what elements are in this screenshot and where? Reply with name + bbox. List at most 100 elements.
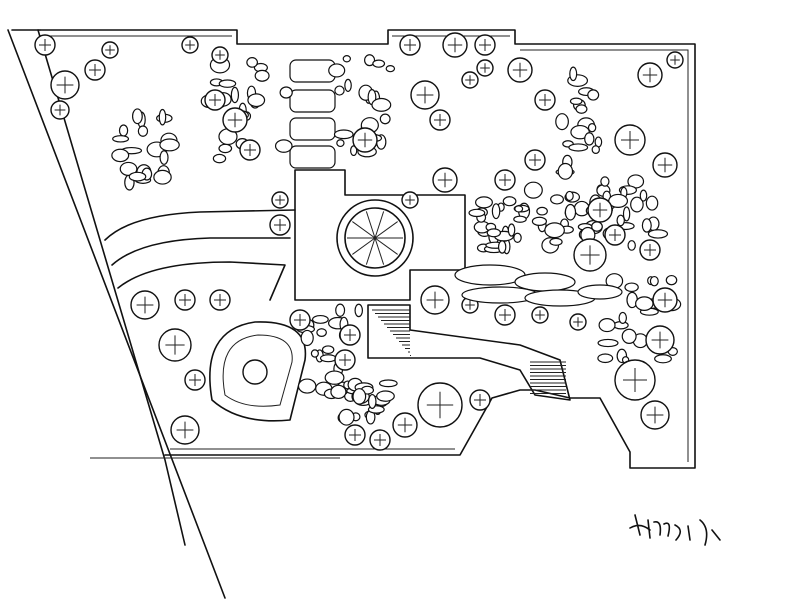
paving-stone bbox=[491, 203, 501, 220]
paving-stone bbox=[330, 384, 347, 400]
tree-branches bbox=[535, 310, 545, 320]
paving-stone bbox=[568, 143, 589, 152]
tree-branches bbox=[349, 429, 361, 441]
paving-stone bbox=[137, 125, 149, 137]
paving-stone bbox=[335, 303, 346, 317]
paving-stone bbox=[544, 222, 565, 239]
paving-stone bbox=[598, 318, 616, 333]
paving-stone bbox=[212, 153, 227, 164]
paving-stone bbox=[641, 218, 652, 233]
paving-stone bbox=[618, 311, 627, 325]
signature bbox=[629, 514, 721, 546]
paving-stone bbox=[354, 303, 364, 318]
fountain-spoke bbox=[374, 211, 385, 239]
paving-stone bbox=[497, 240, 507, 254]
tree-branches bbox=[244, 144, 256, 156]
tree-branches bbox=[646, 406, 664, 424]
tree-branches bbox=[657, 157, 673, 173]
paving-stone bbox=[569, 97, 583, 106]
tree-branches bbox=[573, 317, 583, 327]
curved-path bbox=[104, 209, 296, 301]
trees-and-shrubs bbox=[34, 32, 684, 451]
tree-branches bbox=[105, 45, 115, 55]
fountain-spoke bbox=[374, 221, 398, 239]
fountain-spoke bbox=[374, 237, 385, 265]
paving-stone bbox=[468, 208, 486, 218]
paving-stone bbox=[557, 162, 574, 180]
tree-branches bbox=[480, 63, 490, 73]
paving-stone bbox=[218, 79, 237, 88]
tree-branches bbox=[657, 292, 673, 308]
paving-stone bbox=[616, 214, 625, 227]
paving-stone bbox=[587, 89, 600, 101]
paving-stone bbox=[513, 215, 527, 223]
tree-branches bbox=[209, 94, 221, 106]
tree-branches bbox=[227, 112, 243, 128]
paving-stone bbox=[131, 108, 143, 125]
paving-stone bbox=[300, 329, 314, 347]
paving-stone bbox=[475, 196, 493, 209]
paving-stone bbox=[279, 86, 293, 99]
paving-stone bbox=[350, 145, 358, 157]
tree-branches bbox=[397, 417, 413, 433]
paving-stone bbox=[254, 69, 270, 82]
paving-stone bbox=[555, 113, 569, 131]
tree-branches bbox=[56, 76, 74, 94]
tree-branches bbox=[465, 75, 475, 85]
paving-stone bbox=[513, 232, 522, 243]
paving-stone bbox=[621, 328, 637, 344]
tree-branches bbox=[215, 50, 225, 60]
paving-stone bbox=[364, 54, 376, 67]
paving-stone bbox=[624, 282, 639, 293]
tree-branches bbox=[474, 394, 486, 406]
tree-branches bbox=[179, 294, 191, 306]
tree-branches bbox=[189, 374, 201, 386]
paving-stone bbox=[569, 66, 578, 82]
paving-stone bbox=[324, 370, 345, 385]
tree-branches bbox=[592, 202, 608, 218]
paving-stone bbox=[342, 55, 351, 63]
paving-stone bbox=[565, 190, 574, 202]
paving-stone bbox=[319, 354, 337, 363]
paving-stone bbox=[584, 132, 595, 146]
paving-stone bbox=[336, 139, 345, 148]
paving-stone bbox=[597, 353, 614, 364]
paving-stone bbox=[371, 97, 392, 112]
paving-stone bbox=[536, 206, 548, 216]
paving-stone bbox=[379, 113, 391, 125]
tree-branches bbox=[437, 172, 453, 188]
fountain-spoke bbox=[365, 211, 376, 239]
paving-stone bbox=[378, 379, 398, 388]
tree-branches bbox=[214, 294, 226, 306]
paving-stone bbox=[159, 150, 169, 165]
site-boundary bbox=[7, 29, 696, 599]
paving-stone bbox=[218, 143, 233, 154]
tree-branches bbox=[405, 195, 415, 205]
tree-branches bbox=[39, 39, 51, 51]
tree-branches bbox=[185, 40, 195, 50]
paving-stone bbox=[502, 196, 517, 207]
paving-stone bbox=[328, 63, 346, 78]
tree-branches bbox=[136, 296, 154, 314]
paving-stone bbox=[333, 129, 354, 140]
paving-stone bbox=[344, 78, 352, 93]
paving-stone bbox=[654, 354, 672, 364]
paving-stone bbox=[597, 338, 619, 348]
paving-stone bbox=[367, 393, 377, 409]
tree-branches bbox=[447, 37, 463, 53]
tree-branches bbox=[651, 331, 669, 349]
paving-stone bbox=[153, 169, 172, 185]
tree-branches bbox=[623, 368, 647, 392]
fountain bbox=[347, 211, 403, 265]
tree-branches bbox=[357, 132, 373, 148]
tree-branches bbox=[621, 131, 639, 149]
tree-branches bbox=[275, 195, 285, 205]
paving-stone bbox=[334, 85, 345, 96]
stone-slabs bbox=[454, 264, 623, 307]
tree-branches bbox=[644, 244, 656, 256]
paving-stone bbox=[128, 171, 147, 182]
paving-stone bbox=[316, 328, 327, 337]
paving-stone bbox=[486, 228, 502, 238]
tree-branches bbox=[499, 174, 511, 186]
